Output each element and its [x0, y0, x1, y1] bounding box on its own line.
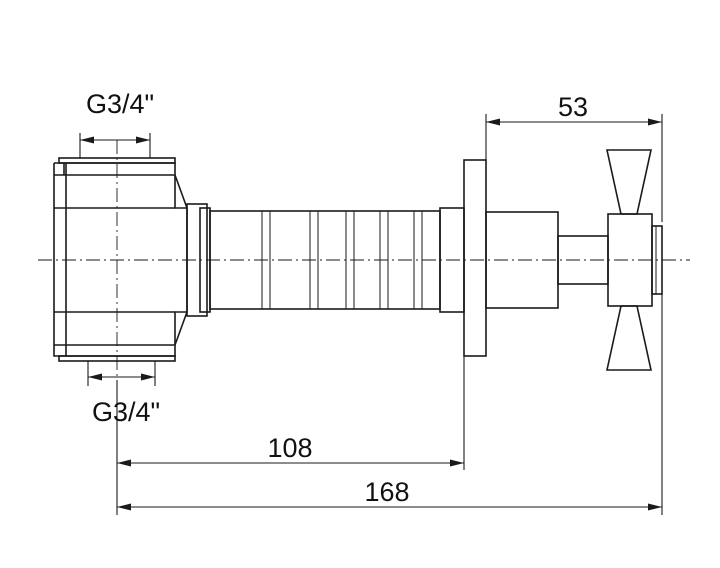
dimension-overall-length: 168 [117, 294, 663, 515]
overall-length-label: 168 [364, 477, 409, 507]
dimension-wall-depth: 108 [116, 356, 465, 515]
dimension-inlet-top: G3/4" [79, 89, 154, 158]
cover-plate [463, 159, 487, 357]
inlet-top-label: G3/4" [86, 89, 154, 119]
cross-handle [606, 149, 663, 371]
handle-length-label: 53 [558, 92, 588, 122]
dimension-inlet-bottom: G3/4" [87, 361, 160, 427]
inlet-bottom-label: G3/4" [92, 397, 160, 427]
dimension-handle-length: 53 [485, 92, 663, 222]
valve-body [53, 157, 188, 362]
wall-depth-label: 108 [267, 433, 312, 463]
centerlines [38, 140, 690, 380]
